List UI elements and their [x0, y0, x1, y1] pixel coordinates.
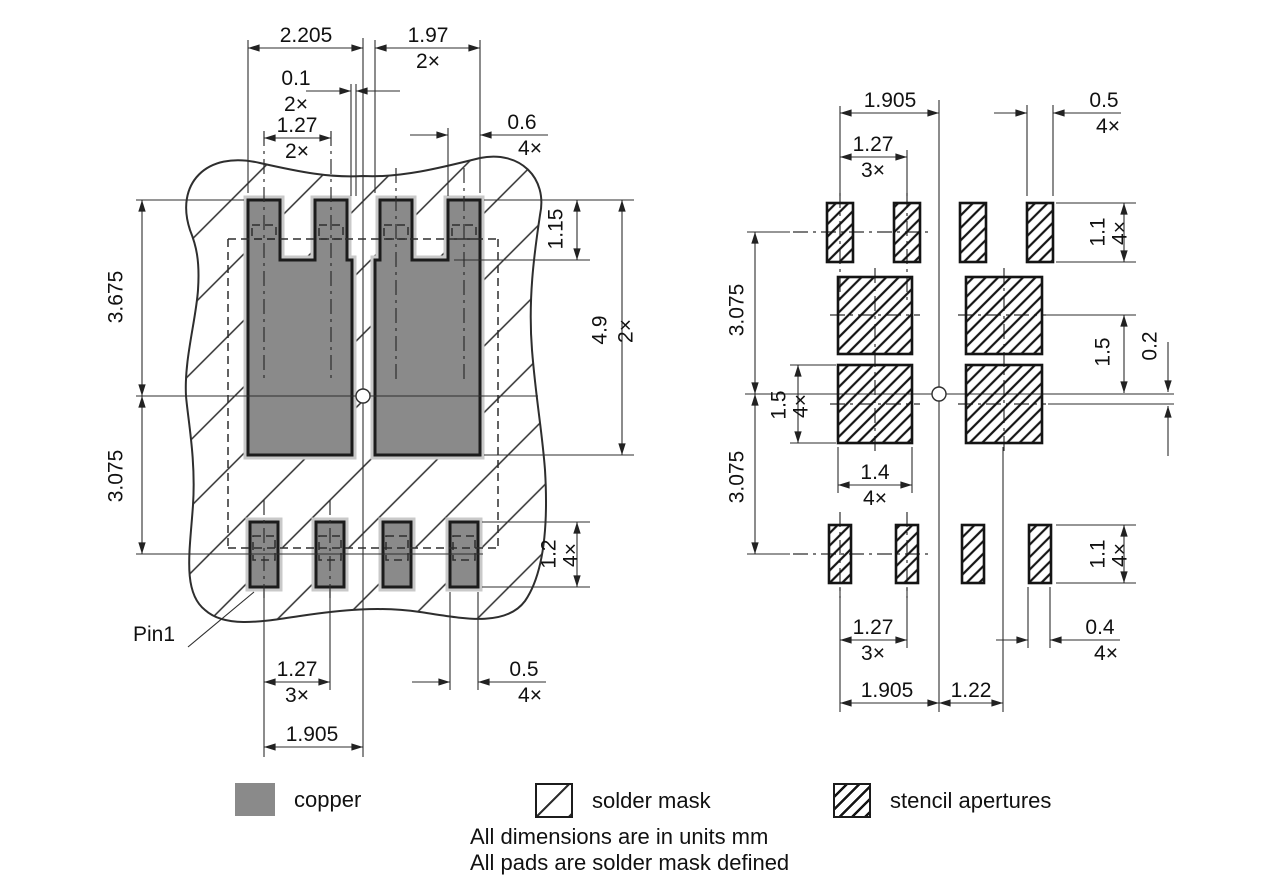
legend-solder-mask: solder mask — [535, 783, 711, 818]
dim-lead-pitch: 1.27 — [277, 658, 318, 681]
dim-lead-pitch-count: 3× — [285, 684, 309, 707]
dim-left-pad-span: 2.205 — [280, 24, 333, 47]
copper-pad-left — [246, 198, 354, 457]
origin-marker-right — [931, 386, 947, 402]
dim-notch-pitch: 1.27 — [277, 114, 318, 137]
copper-pad-right — [373, 198, 482, 457]
extension-lines-right-figure — [747, 105, 1174, 712]
dim-notch-depth: 1.15 — [545, 209, 568, 250]
dim-stencil-square-height-count: 4× — [790, 394, 813, 418]
drawing-notes: All dimensions are in units mm All pads … — [470, 824, 789, 876]
pin1-label: Pin1 — [133, 623, 175, 646]
dim-lead-pad-height: 1.2 — [538, 539, 561, 568]
copper-solder-mask-figure: 2.205 1.97 2× 0.1 2× 1.27 2× 0.6 4× 1.15… — [105, 24, 638, 757]
dim-stencil-center-offset: 0.2 — [1139, 331, 1162, 360]
stencil-apertures — [825, 201, 1055, 585]
dim-stencil-lead-width-bottom: 0.4 — [1085, 616, 1115, 639]
dim-stencil-lead-width-top-count: 4× — [1096, 115, 1120, 138]
dim-stencil-square-height: 1.5 — [768, 390, 791, 419]
dim-stencil-lead-height-bottom: 1.1 — [1087, 539, 1110, 568]
dim-tab-width: 0.6 — [507, 111, 536, 134]
dim-tab-width-count: 4× — [518, 137, 542, 160]
dim-lead-pad-width: 0.5 — [509, 658, 538, 681]
dim-stencil-lead-to-center-top: 1.905 — [864, 89, 917, 112]
dim-pad-width: 1.97 — [408, 24, 449, 47]
dim-stencil-lead-pitch-bottom: 1.27 — [853, 616, 894, 639]
extension-lines-left-figure — [136, 40, 634, 757]
dim-stencil-upper-half: 3.075 — [726, 284, 749, 337]
legend-stencil-label: stencil apertures — [890, 787, 1052, 813]
stencil-square — [836, 275, 914, 356]
stencil-square — [836, 363, 914, 445]
legend-stencil: stencil apertures — [833, 783, 1051, 818]
dim-stencil-lead-pitch-bottom-count: 3× — [861, 642, 885, 665]
dim-pad-height: 4.9 — [589, 315, 612, 344]
dim-stencil-lead-height-top: 1.1 — [1087, 217, 1110, 246]
dim-notch-pitch-count: 2× — [285, 140, 309, 163]
note-solder-mask-defined: All pads are solder mask defined — [470, 850, 790, 875]
legend-copper: copper — [235, 783, 361, 816]
solder-mask-swatch — [535, 783, 573, 818]
dim-stencil-square-to-center: 1.22 — [951, 679, 992, 702]
dim-stencil-square-width: 1.4 — [860, 461, 890, 484]
dim-pad-width-count: 2× — [416, 50, 440, 73]
copper-swatch — [235, 783, 275, 816]
dim-stencil-lower-half: 3.075 — [726, 451, 749, 504]
dim-stencil-lead-width-top: 0.5 — [1089, 89, 1118, 112]
dim-upper-half: 3.675 — [105, 271, 128, 324]
dim-center-gap: 0.1 — [281, 67, 310, 90]
dimension-lines-left-figure — [138, 44, 626, 751]
dim-lead-pad-height-count: 4× — [560, 543, 583, 567]
dim-stencil-lead-pitch-top-count: 3× — [861, 159, 885, 182]
dim-stencil-square-width-count: 4× — [863, 487, 887, 510]
dim-stencil-square-offset: 1.5 — [1092, 337, 1115, 366]
stencil-square — [964, 363, 1044, 445]
dim-stencil-lead-height-bottom-count: 4× — [1109, 543, 1132, 567]
dim-stencil-lead-to-center-bottom: 1.905 — [861, 679, 914, 702]
legend-copper-label: copper — [294, 786, 362, 812]
stencil-aperture-figure: 1.905 0.5 4× 1.27 3× 1.1 4× 3.075 1.5 0.… — [726, 89, 1174, 712]
note-units: All dimensions are in units mm — [470, 824, 769, 849]
dim-pad-height-count: 2× — [615, 319, 638, 343]
dim-stencil-lead-pitch-top: 1.27 — [853, 133, 894, 156]
dim-stencil-lead-width-bottom-count: 4× — [1094, 642, 1118, 665]
dim-stencil-lead-height-top-count: 4× — [1109, 221, 1132, 245]
land-pattern-svg: 2.205 1.97 2× 0.1 2× 1.27 2× 0.6 4× 1.15… — [105, 24, 1174, 757]
dim-lead-to-center: 1.905 — [286, 723, 339, 746]
stencil-swatch — [833, 783, 871, 818]
dim-lower-half: 3.075 — [105, 450, 128, 503]
dim-lead-pad-width-count: 4× — [518, 684, 542, 707]
pin1-leader — [187, 591, 255, 648]
legend-solder-mask-label: solder mask — [592, 787, 711, 813]
dim-center-gap-count: 2× — [284, 93, 308, 116]
origin-marker — [355, 388, 371, 404]
dimension-lines-right-figure — [751, 109, 1172, 707]
stencil-square — [964, 275, 1044, 356]
centerlines-left-figure — [136, 38, 538, 757]
